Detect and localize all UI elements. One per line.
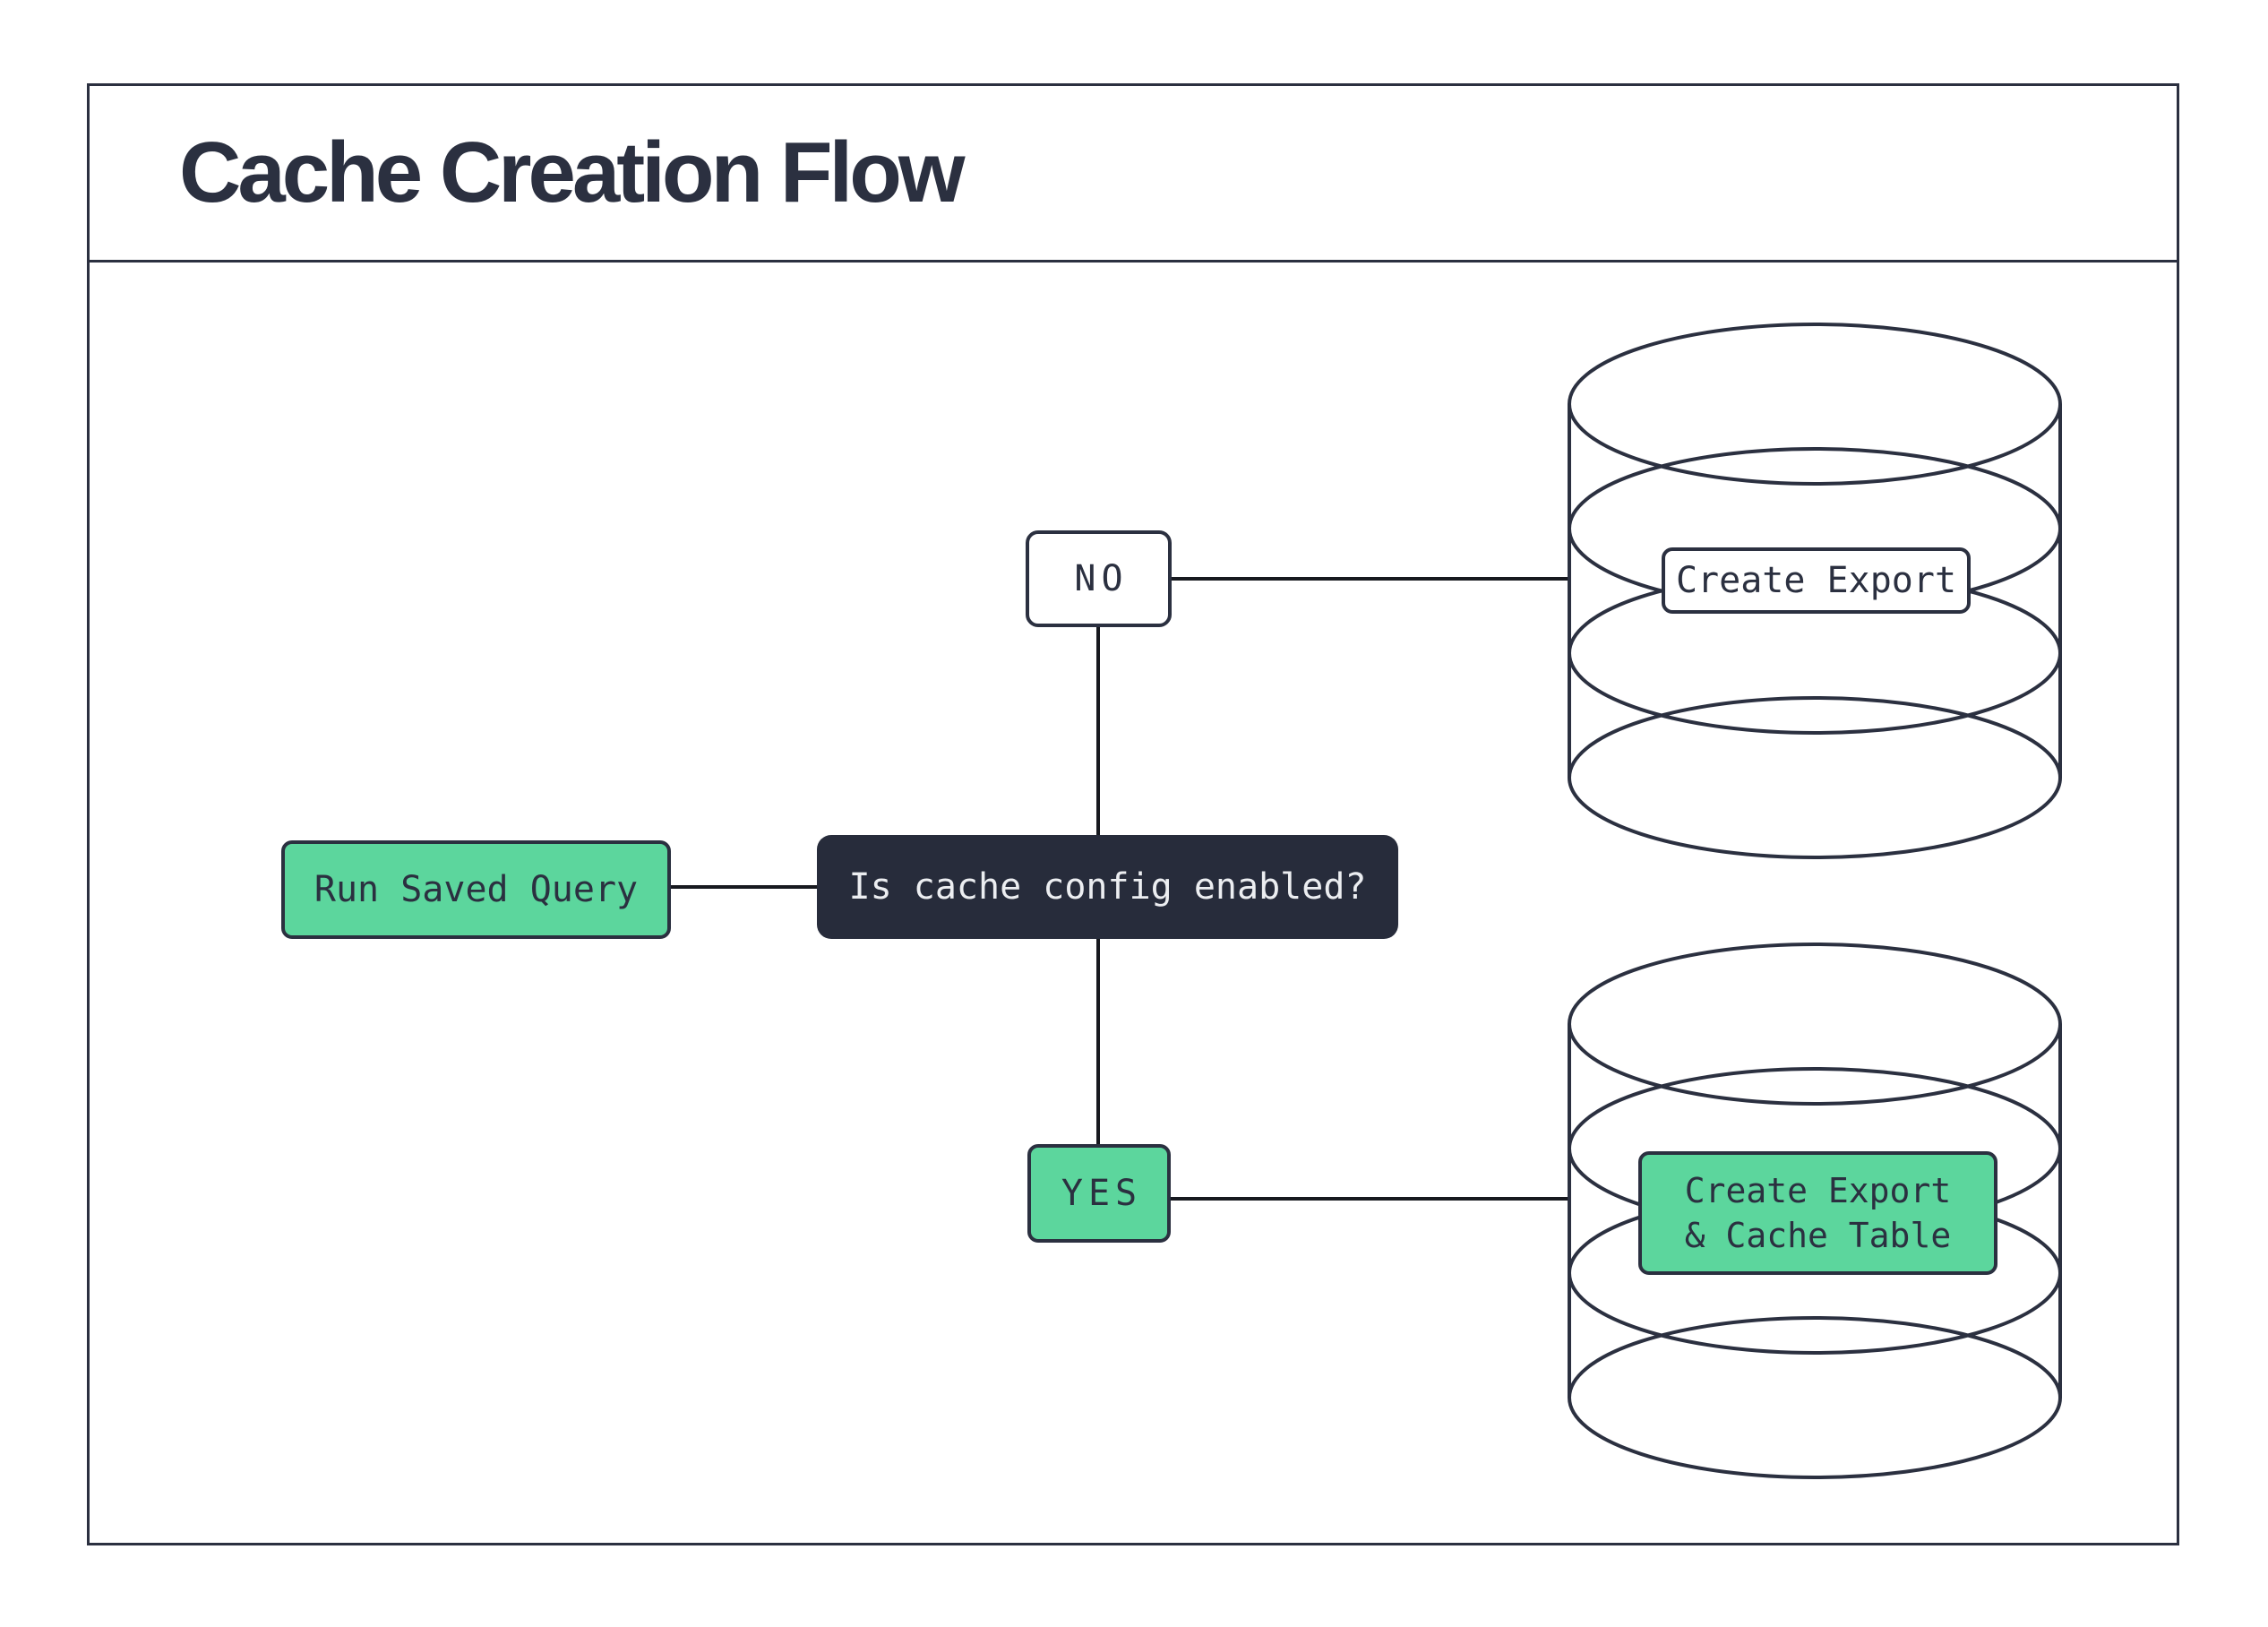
create-export-label: Create Export [1662, 547, 1971, 614]
create-export-cache-line2: & Cache Table [1684, 1216, 1952, 1255]
connector-decision-to-yes [1096, 939, 1100, 1144]
page-title: Cache Creation Flow [179, 125, 965, 220]
connector-yes-to-database [1171, 1197, 1568, 1201]
yes-branch-label: YES [1061, 1173, 1143, 1214]
create-export-cache-line1: Create Export [1684, 1170, 1952, 1210]
run-saved-query-node: Run Saved Query [281, 840, 671, 939]
connector-no-to-database [1172, 577, 1568, 581]
no-branch-node: NO [1026, 530, 1172, 627]
yes-branch-node: YES [1027, 1144, 1171, 1243]
decision-label: Is cache config enabled? [848, 866, 1367, 908]
connector-decision-to-no [1096, 627, 1100, 835]
connector-start-to-decision [671, 885, 817, 889]
create-export-cache-table-label: Create Export & Cache Table [1638, 1151, 1997, 1275]
run-saved-query-label: Run Saved Query [314, 869, 639, 910]
diagram-header: Cache Creation Flow [90, 86, 2177, 263]
decision-node: Is cache config enabled? [817, 835, 1398, 939]
create-export-text: Create Export [1675, 560, 1957, 601]
no-branch-label: NO [1074, 558, 1129, 599]
diagram-frame: Cache Creation Flow [87, 83, 2179, 1545]
